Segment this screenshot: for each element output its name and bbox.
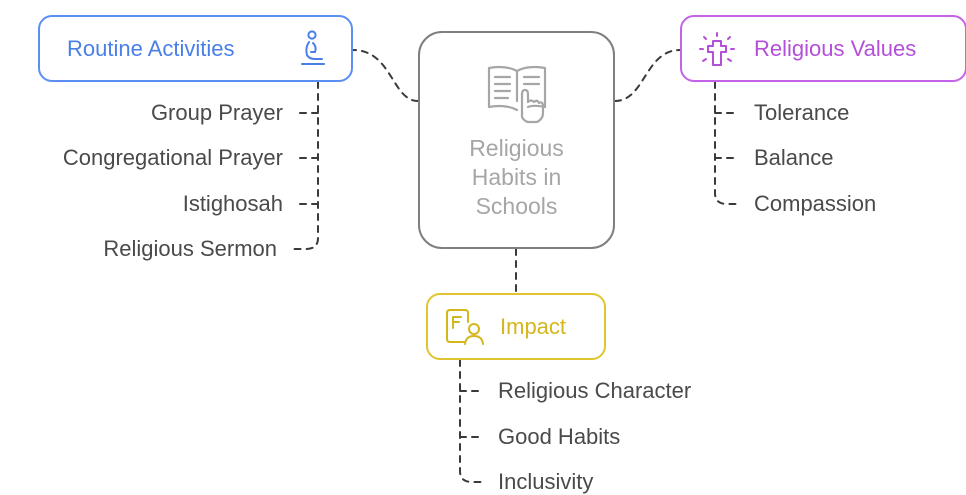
center-title: Religious Habits in Schools — [469, 135, 564, 219]
impact-item-religious-character: Religious Character — [498, 378, 692, 403]
connector-values-items — [714, 81, 740, 205]
routine-item-religious-sermon: Religious Sermon — [103, 236, 277, 261]
topic-routine-activities: Routine Activities — [38, 15, 353, 82]
topic-impact: Impact — [426, 293, 606, 360]
profile-card-icon — [446, 309, 484, 345]
topic-title-impact: Impact — [500, 313, 567, 339]
topic-title-values: Religious Values — [754, 35, 917, 61]
routine-item-group-prayer: Group Prayer — [150, 100, 283, 125]
routine-item-istighosah: Istighosah — [182, 191, 283, 216]
connector-routine-items — [291, 81, 319, 250]
values-item-balance: Balance — [754, 145, 834, 170]
values-item-tolerance: Tolerance — [754, 100, 850, 125]
topic-religious-values: Religious Values — [680, 15, 966, 82]
glowing-cross-icon — [699, 32, 735, 66]
values-item-compassion: Compassion — [754, 191, 877, 216]
open-book-hand-icon — [487, 65, 547, 124]
impact-item-inclusivity: Inclusivity — [498, 469, 594, 494]
routine-item-congregational-prayer: Congregational Prayer — [62, 145, 283, 170]
topic-title-routine: Routine Activities — [67, 35, 235, 61]
connector-center-routine — [352, 49, 419, 102]
center-node: Religious Habits in Schools — [418, 31, 615, 249]
impact-item-good-habits: Good Habits — [498, 424, 621, 449]
connector-impact-items — [459, 359, 485, 483]
praying-person-icon — [301, 30, 325, 65]
connector-center-values — [614, 49, 681, 102]
